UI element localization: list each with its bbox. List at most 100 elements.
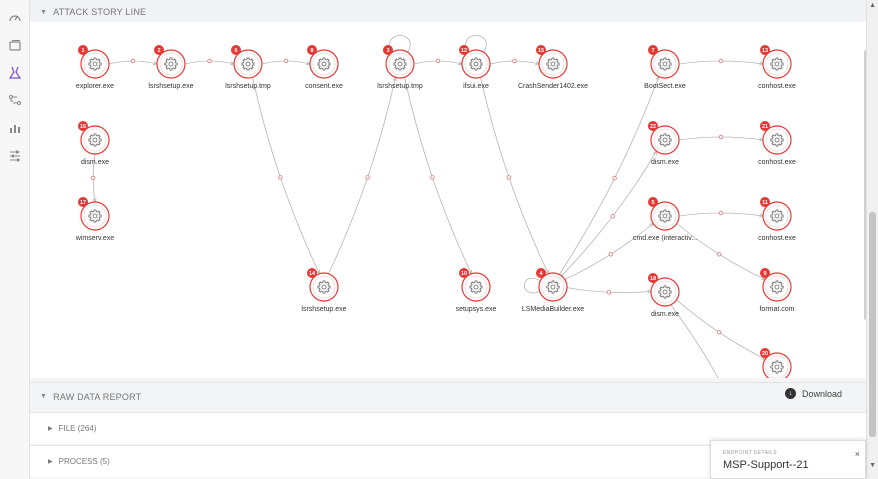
workflow-icon[interactable] bbox=[6, 91, 24, 109]
node-badge bbox=[383, 45, 393, 55]
edge-18-20 bbox=[676, 299, 766, 360]
edge-marker bbox=[435, 58, 441, 64]
node-badge bbox=[231, 45, 241, 55]
gear-icon bbox=[546, 57, 560, 71]
node-badge bbox=[78, 197, 88, 207]
node-badge-number: 8 bbox=[310, 48, 313, 54]
investigation-icon[interactable] bbox=[6, 64, 24, 82]
gear-hub bbox=[662, 213, 668, 219]
gear-hub bbox=[550, 61, 556, 67]
section-title: ATTACK STORY LINE bbox=[53, 7, 147, 17]
arrow-down-circle-icon: ↓ bbox=[784, 388, 796, 399]
scroll-thumb[interactable] bbox=[869, 212, 876, 437]
close-icon[interactable]: × bbox=[854, 449, 860, 459]
gear-hub bbox=[473, 284, 479, 290]
edge-marker bbox=[717, 252, 722, 257]
gear-icon bbox=[770, 280, 784, 294]
edge-4-7 bbox=[558, 76, 660, 275]
node-badge-number: 22 bbox=[650, 124, 656, 130]
node-inner-ring bbox=[541, 52, 565, 76]
reports-chart-icon[interactable] bbox=[6, 119, 24, 137]
gear-icon bbox=[241, 57, 255, 71]
node-inner-ring bbox=[83, 204, 107, 228]
node-badge bbox=[648, 45, 658, 55]
node-inner-ring bbox=[388, 52, 412, 76]
node-badge-number: 20 bbox=[762, 351, 768, 357]
edge-marker bbox=[718, 134, 724, 140]
gear-icon bbox=[770, 57, 784, 71]
gear-icon bbox=[658, 285, 672, 299]
device-icon[interactable] bbox=[6, 37, 24, 55]
node-label: explorer.exe bbox=[76, 83, 114, 90]
gear-icon bbox=[770, 209, 784, 223]
edge-marker bbox=[207, 58, 212, 64]
node-badge bbox=[459, 45, 469, 55]
edge-marker bbox=[512, 58, 517, 64]
download-button[interactable]: ↓ Download bbox=[784, 388, 842, 399]
node-label: ifsui.exe bbox=[463, 83, 489, 90]
gear-hub bbox=[550, 284, 556, 290]
node-inner-ring bbox=[236, 52, 260, 76]
page-scrollbar[interactable]: ▲ ▼ bbox=[866, 0, 878, 479]
dashboard-gauge-icon[interactable] bbox=[6, 9, 24, 27]
node-label: conhost.exe bbox=[758, 83, 796, 90]
endpoint-details-panel[interactable]: ENDPOINT DETAILS MSP-Support--21 × bbox=[710, 440, 866, 479]
node-label: setupsys.exe bbox=[456, 306, 497, 313]
gear-icon bbox=[658, 209, 672, 223]
settings-sliders-icon[interactable] bbox=[6, 147, 24, 165]
scroll-down-arrow-icon[interactable]: ▼ bbox=[869, 462, 876, 469]
section-title: RAW DATA REPORT bbox=[53, 391, 142, 402]
node-badge bbox=[536, 268, 546, 278]
gear-hub bbox=[321, 61, 327, 67]
process-node-20[interactable]: 20 bbox=[760, 348, 792, 378]
edge-marker bbox=[90, 175, 96, 181]
node-badge-number: 2 bbox=[157, 48, 160, 54]
caret-down-icon: ▼ bbox=[40, 8, 48, 16]
edge-6-14 bbox=[252, 77, 320, 274]
scroll-up-arrow-icon[interactable]: ▲ bbox=[869, 2, 876, 9]
edge-marker bbox=[718, 210, 724, 216]
self-loop-4 bbox=[524, 277, 542, 294]
node-badge bbox=[648, 273, 658, 283]
attack-story-line-header[interactable]: ▼ ATTACK STORY LINE bbox=[30, 0, 866, 24]
gear-icon bbox=[88, 209, 102, 223]
edge-18-offscreen bbox=[670, 304, 719, 378]
raw-data-report-header[interactable]: ▼ RAW DATA REPORT bbox=[30, 382, 866, 410]
gear-hub bbox=[774, 213, 780, 219]
gear-icon bbox=[164, 57, 178, 71]
node-label: dism.exe bbox=[81, 159, 109, 166]
gear-hub bbox=[92, 137, 98, 143]
file-report-row[interactable]: ▶ FILE (264) bbox=[30, 412, 866, 444]
gear-icon bbox=[770, 360, 784, 374]
edge-marker bbox=[716, 330, 722, 335]
edge-marker bbox=[365, 175, 370, 180]
row-label: FILE (264) bbox=[58, 424, 97, 433]
edge-4-5 bbox=[564, 223, 654, 280]
gear-hub bbox=[662, 289, 668, 295]
gear-hub bbox=[473, 61, 479, 67]
edge-3-10 bbox=[404, 77, 472, 274]
caret-right-icon: ▶ bbox=[48, 459, 53, 465]
